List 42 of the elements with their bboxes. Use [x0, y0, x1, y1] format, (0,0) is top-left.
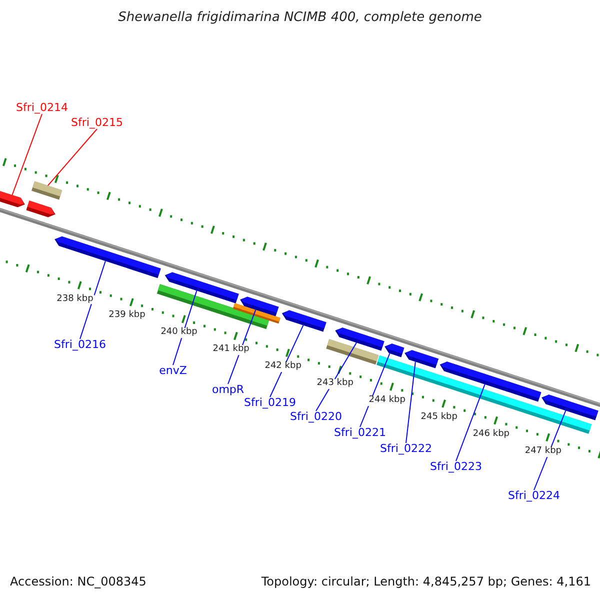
scale-label: 247 kbp: [524, 446, 563, 457]
scale-label: 240 kbp: [160, 328, 198, 338]
leader-line: [12, 114, 42, 196]
feature-bar: [326, 339, 379, 365]
scale-label: 243 kbp: [316, 379, 354, 389]
gene-block: [282, 310, 326, 332]
leader-line: [80, 260, 106, 340]
gene-label: Sfri_0223: [430, 460, 482, 474]
feature-bar: [232, 303, 280, 324]
leader-line: [228, 309, 256, 384]
leader-line: [270, 324, 304, 398]
gene-label: Sfri_0222: [380, 442, 432, 456]
gene-block: [26, 200, 56, 218]
scale-label: 241 kbp: [212, 345, 250, 356]
gene-label: Sfri_0216: [54, 338, 106, 352]
footer-text: Accession: NC_008345: [10, 575, 146, 589]
scale-label: 245 kbp: [420, 412, 458, 423]
gene-block: [54, 236, 161, 278]
leader-line: [172, 290, 198, 366]
diagram-title: Shewanella frigidimarina NCIMB 400, complete genome: [118, 10, 482, 26]
scale-label: 242 kbp: [264, 362, 302, 372]
gene-block: [384, 344, 404, 358]
leader-line: [456, 384, 486, 462]
scale-label: 238 kbp: [56, 294, 94, 304]
leader-line: [406, 361, 416, 444]
gene-label: Sfri_0224: [508, 490, 560, 502]
scale-label: 244 kbp: [368, 396, 406, 406]
scale-label: 239 kbp: [108, 312, 146, 322]
gene-label: Sfri_0221: [334, 426, 386, 440]
leader-line: [534, 410, 566, 490]
feature-bar: [32, 181, 62, 200]
gene-block: [404, 350, 438, 368]
gene-label: Sfri_0214: [16, 102, 68, 114]
gene-block: [0, 190, 25, 208]
gene-label: Sfri_0215: [71, 116, 123, 130]
gene-label: Sfri_0219: [244, 396, 296, 410]
leader-line: [47, 128, 98, 186]
gene-label: Sfri_0220: [290, 410, 342, 424]
footer-text: Topology: circular; Length: 4,845,257 bp; Genes: 4,161: [261, 575, 591, 589]
gene-label: envZ: [159, 364, 187, 378]
gene-label: ompR: [212, 384, 244, 396]
scale-label: 246 kbp: [472, 430, 511, 440]
